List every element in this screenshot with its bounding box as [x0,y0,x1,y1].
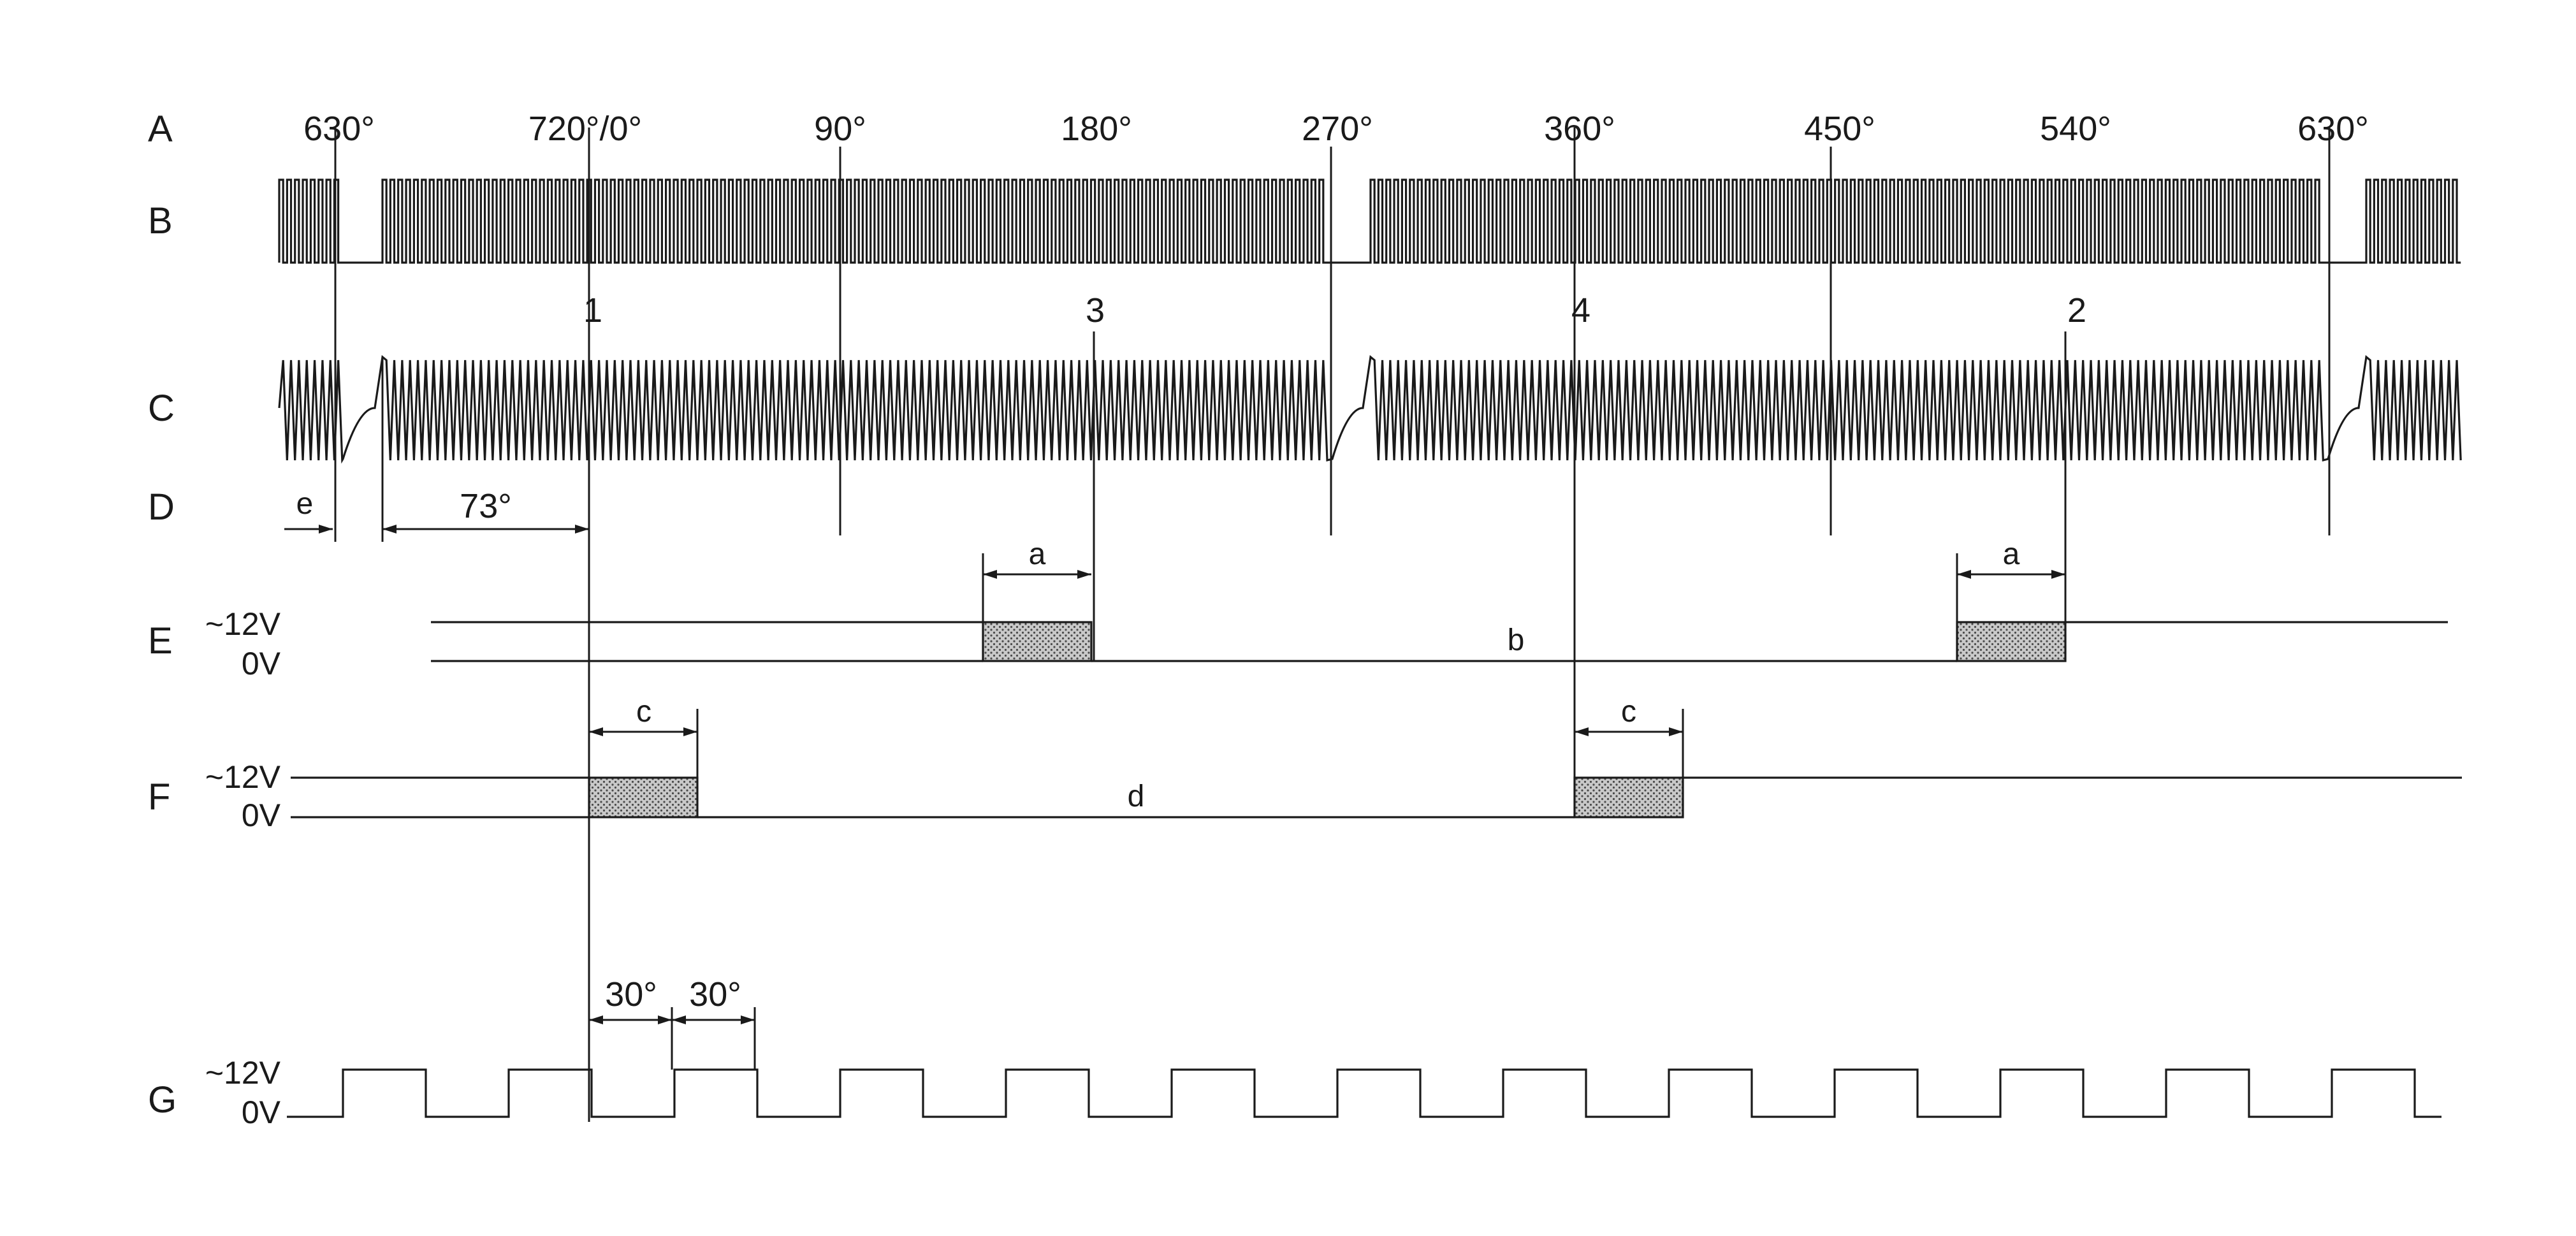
cylinder-number-3: 3 [1086,291,1105,330]
angle-label-90: 90° [814,110,866,148]
row-f-low-voltage: 0V [242,797,281,833]
row-e-signal [431,553,2448,662]
label-d: d [1128,780,1145,813]
angle-label-540: 540° [2040,110,2111,148]
angle-label-630-start: 630° [303,110,375,148]
row-label-b: B [148,200,173,242]
pulse-width-dimensions [589,1007,756,1070]
label-a-right: a [2003,537,2020,571]
angle-label-720-0: 720°/0° [528,110,642,148]
row-g-low-voltage: 0V [242,1094,281,1130]
cylinder-number-2: 2 [2067,291,2086,330]
angle-label-450: 450° [1804,110,1875,148]
row-label-c: C [148,388,175,429]
angle-label-630-end: 630° [2297,110,2369,148]
label-c-right: c [1621,695,1636,729]
label-a-left: a [1029,537,1046,571]
label-b: b [1508,623,1525,657]
row-f-high-voltage: ~12V [205,759,281,795]
angle-label-360: 360° [1544,110,1615,148]
row-label-a: A [148,108,173,150]
row-label-g: G [148,1079,177,1121]
row-e-high-voltage: ~12V [205,606,281,642]
pulse-train-30-degree [287,1068,2441,1118]
row-f-signal [291,709,2462,818]
label-c-left: c [636,695,651,729]
reference-lines [334,127,2331,1122]
row-label-d: D [148,486,175,528]
row-label-e: E [148,620,173,662]
row-g-high-voltage: ~12V [205,1055,281,1091]
label-30-degrees-second: 30° [689,975,741,1014]
label-73-degrees: 73° [460,487,512,525]
row-label-f: F [148,776,170,818]
angle-label-180: 180° [1061,110,1132,148]
cylinder-number-1: 1 [583,291,602,330]
label-e: e [296,487,314,521]
row-e-low-voltage: 0V [242,646,281,681]
label-30-degrees-first: 30° [605,975,657,1014]
crank-sensor-square-wave [278,178,2461,264]
tooth-gap-dimension [284,357,589,542]
crank-sensor-sine-wave [278,354,2462,464]
angle-label-270: 270° [1302,110,1373,148]
